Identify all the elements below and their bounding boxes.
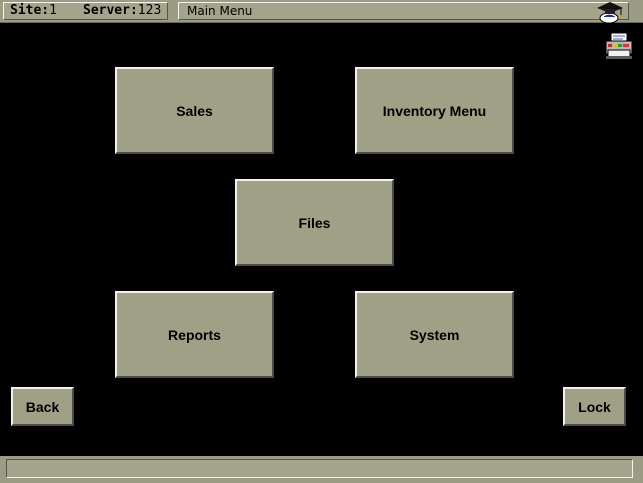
top-bar: Site:1 Server:123 Main Menu bbox=[0, 0, 643, 23]
server-label: Server: bbox=[83, 3, 138, 18]
files-button[interactable]: Files bbox=[235, 179, 394, 266]
site-label: Site: bbox=[10, 3, 50, 18]
back-button[interactable]: Back bbox=[11, 387, 74, 426]
inventory-menu-button[interactable]: Inventory Menu bbox=[355, 67, 514, 154]
server-value: 123 bbox=[137, 3, 162, 18]
status-message bbox=[6, 459, 633, 478]
system-button[interactable]: System bbox=[355, 291, 514, 378]
server-indicator: Server:123 bbox=[83, 3, 161, 19]
printer-icon[interactable] bbox=[603, 30, 635, 62]
status-bar bbox=[0, 456, 643, 483]
site-value: 1 bbox=[49, 3, 57, 18]
site-indicator: Site:1 bbox=[10, 3, 57, 19]
sales-button[interactable]: Sales bbox=[115, 67, 274, 154]
graduation-cap-icon[interactable] bbox=[595, 1, 625, 23]
site-server-info: Site:1 Server:123 bbox=[3, 2, 168, 20]
lock-button[interactable]: Lock bbox=[563, 387, 626, 426]
reports-button[interactable]: Reports bbox=[115, 291, 274, 378]
page-title: Main Menu bbox=[178, 2, 629, 20]
